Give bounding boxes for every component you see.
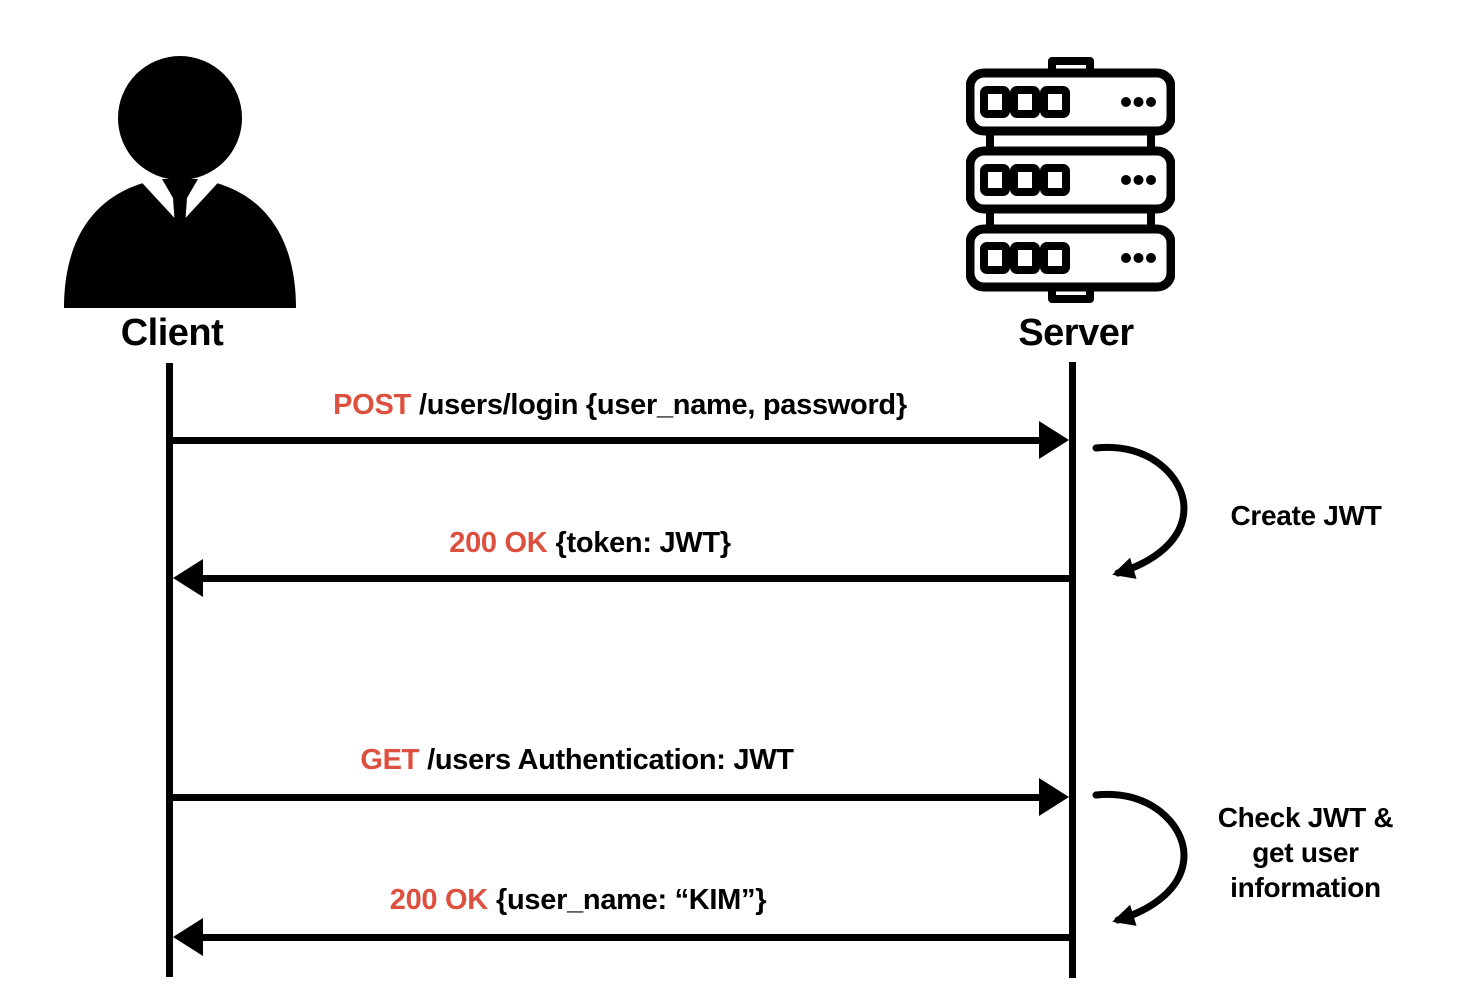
message-label-token-response: 200 OK{token: JWT} [170, 527, 1010, 560]
annotation-create-jwt: Create JWT [1230, 500, 1382, 531]
arrow-token-response [173, 559, 1069, 597]
message-label-user-response: 200 OK{user_name: “KIM”} [170, 884, 986, 917]
annotation-check-jwt: Check JWT & get user information [1217, 802, 1394, 903]
self-loop-arrow-create-jwt [1092, 443, 1188, 579]
http-status-200: 200 OK [389, 884, 488, 916]
http-method-get: GET [360, 744, 420, 776]
message-text: {token: JWT} [555, 527, 732, 559]
arrow-shaft [168, 436, 1043, 444]
arrowhead-left-icon [173, 559, 203, 597]
arrowhead-right-icon [1039, 421, 1069, 459]
arrowhead-left-icon [173, 918, 203, 956]
message-text: {user_name: “KIM”} [496, 884, 767, 916]
arrow-shaft [168, 793, 1043, 801]
arrowhead-right-icon [1039, 778, 1069, 816]
http-method-post: POST [333, 389, 411, 421]
arrow-shaft [199, 574, 1069, 582]
message-text: /users Authentication: JWT [427, 744, 794, 776]
server-icon [966, 57, 1175, 303]
arrow-post-login [168, 421, 1069, 459]
arrow-user-response [173, 918, 1069, 956]
server-label: Server [1018, 312, 1134, 354]
arrow-shaft [199, 933, 1069, 941]
client-label: Client [120, 312, 224, 354]
client-person-icon [64, 56, 296, 308]
message-label-post-login: POST/users/login {user_name, password} [170, 389, 1070, 422]
server-lifeline [1069, 362, 1076, 978]
http-status-200: 200 OK [449, 527, 548, 559]
message-label-get-users: GET/users Authentication: JWT [170, 744, 984, 777]
self-loop-arrow-check-jwt [1092, 790, 1188, 926]
message-text: /users/login {user_name, password} [419, 389, 907, 421]
arrow-get-users [168, 778, 1069, 816]
client-lifeline [166, 363, 173, 977]
